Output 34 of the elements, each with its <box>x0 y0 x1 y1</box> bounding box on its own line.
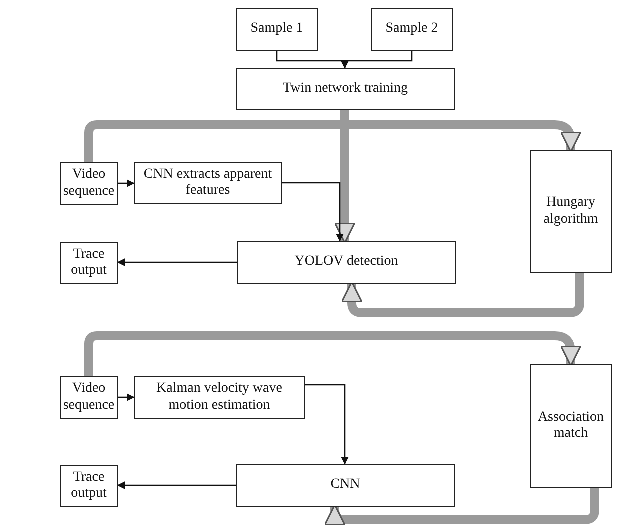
box-label: CNN <box>330 477 360 494</box>
box-label: Twin network training <box>283 80 408 98</box>
process-box <box>371 8 453 51</box>
box-label: Sample 1 <box>250 21 304 38</box>
hollow-arrow <box>84 332 582 376</box>
box-label: Video sequence <box>63 381 115 414</box>
arrow <box>341 51 413 69</box>
box-label: Video sequence <box>63 167 115 200</box>
process-box <box>530 364 612 488</box>
arrow <box>117 258 237 266</box>
box-label: CNN extracts apparent features <box>142 166 274 200</box>
process-box <box>236 68 455 110</box>
process-box <box>236 8 318 51</box>
process-box <box>530 150 612 273</box>
process-box <box>60 465 118 507</box>
process-box <box>237 241 456 284</box>
hollow-arrow <box>334 110 356 244</box>
arrow <box>118 394 135 402</box>
box-label: YOLOV detection <box>294 254 398 271</box>
hollow-arrow <box>341 273 584 318</box>
box-label: Trace output <box>70 470 108 502</box>
box-label: Hungary algorithm <box>542 195 600 228</box>
arrow <box>117 482 236 490</box>
arrow <box>305 384 349 465</box>
box-label: Association match <box>536 410 606 442</box>
process-box <box>134 376 305 419</box>
arrow <box>282 182 344 242</box>
box-label: Sample 2 <box>386 21 438 38</box>
box-label: Kalman velocity wave motion estimation <box>156 381 284 414</box>
arrow <box>118 180 135 188</box>
process-box <box>236 464 455 507</box>
process-box <box>134 162 282 204</box>
process-box <box>60 242 118 284</box>
box-label: Trace output <box>70 246 108 280</box>
